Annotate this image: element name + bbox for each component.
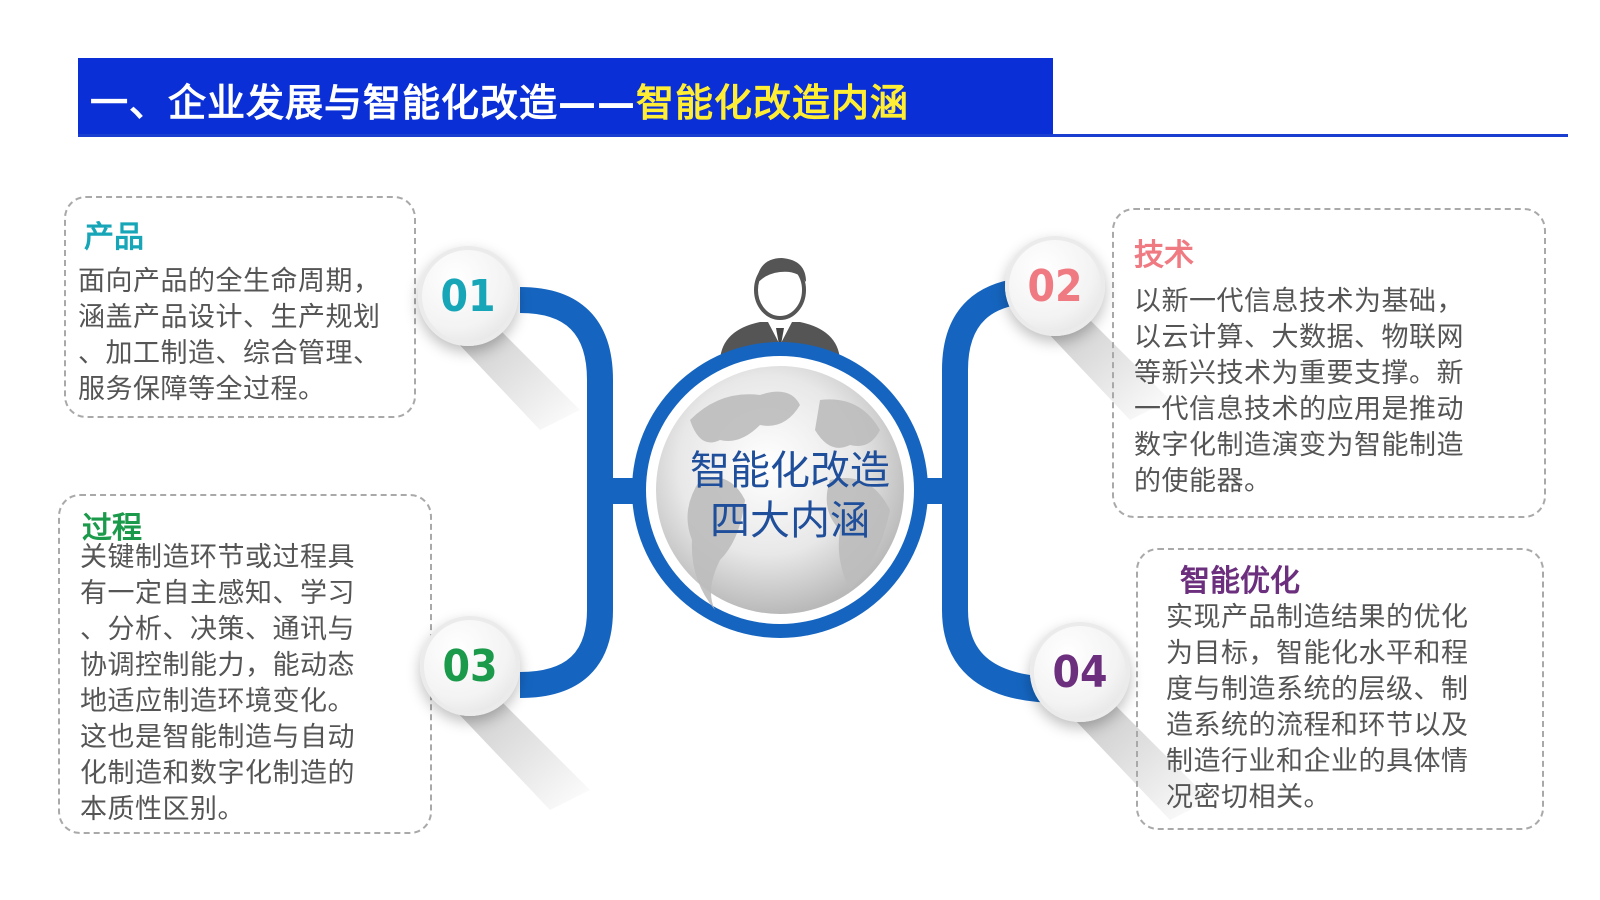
title-bar (78, 58, 1053, 134)
center-label-line1: 智能化改造 (690, 448, 890, 494)
page-title-highlight: 智能化改造内涵 (636, 81, 910, 125)
page-title: 一、企业发展与智能化改造——智能化改造内涵 (90, 72, 909, 127)
card-technology (1112, 208, 1546, 518)
heading-optimization: 智能优化 (1180, 564, 1300, 599)
body-optimization: 实现产品制造结果的优化 为目标，智能化水平和程 度与制造系统的层级、制 造系统的… (1166, 602, 1469, 813)
number-badge-02: 02 (1005, 236, 1105, 336)
heading-technology: 技术 (1134, 238, 1194, 273)
globe-continents (687, 391, 890, 610)
heading-process: 过程 (82, 511, 142, 546)
card-optimization (1136, 548, 1544, 830)
card-product (64, 196, 416, 418)
center-label: 智能化改造 四大内涵 (660, 446, 920, 546)
shadow-01 (455, 320, 580, 430)
title-underline (78, 134, 1568, 137)
connector-right (942, 277, 1061, 703)
heading-product: 产品 (84, 220, 144, 255)
body-technology: 以新一代信息技术为基础， 以云计算、大数据、物联网 等新兴技术为重要支撑。新 一… (1134, 286, 1464, 497)
connector-left (519, 287, 613, 698)
shadow-03 (455, 690, 590, 810)
shadow-02 (1045, 310, 1170, 420)
shadow-04 (1075, 700, 1210, 820)
page-title-main: 一、企业发展与智能化改造—— (90, 81, 637, 125)
body-process: 关键制造环节或过程具 有一定自主感知、学习 、分析、决策、通讯与 协调控制能力，… (80, 542, 355, 825)
body-product: 面向产品的全生命周期， 涵盖产品设计、生产规划 、加工制造、综合管理、 服务保障… (78, 266, 381, 405)
number-badge-04: 04 (1030, 622, 1130, 722)
center-label-line2: 四大内涵 (710, 498, 870, 544)
number-badge-03: 03 (420, 616, 520, 716)
number-badge-01: 01 (418, 246, 518, 346)
